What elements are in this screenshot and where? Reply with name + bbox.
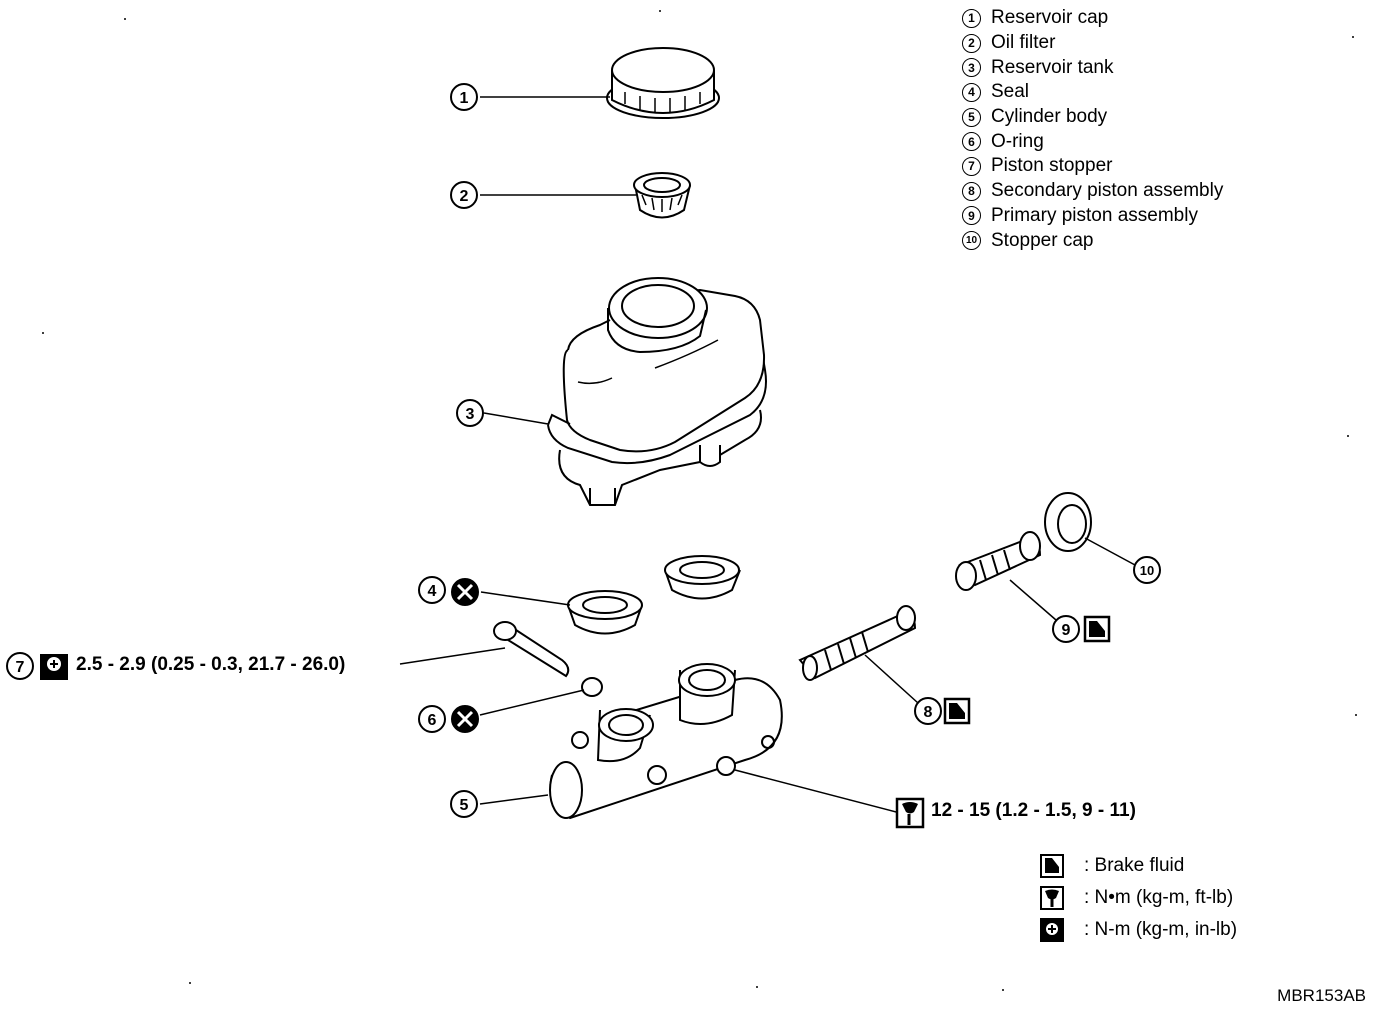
callout-3: 3 [466, 406, 475, 423]
legend-label: Seal [991, 81, 1030, 103]
callout-6: 6 [428, 712, 437, 729]
legend-number: 2 [962, 33, 981, 53]
callout-7-circle [6, 652, 34, 680]
parts-legend: 1 Reservoir cap 2 Oil filter 3 Reservoir ta… [962, 6, 1223, 253]
legend-number: 5 [962, 107, 981, 127]
callout-4: 4 [428, 583, 437, 600]
legend-label: Primary piston assembly [991, 204, 1198, 226]
oil-filter [633, 172, 691, 219]
legend-number: 7 [962, 156, 981, 176]
scan-specks [42, 10, 1357, 991]
replace-icon [451, 705, 479, 733]
legend-item: 1 Reservoir cap [962, 6, 1223, 31]
callout-1-circle [450, 83, 478, 111]
torque-wrench-small-icon [1040, 918, 1064, 942]
symbol-key: : Brake fluid : N•m (kg-m, ft-lb) : N-m … [1040, 850, 1237, 946]
callout-10-circle [1133, 556, 1161, 584]
legend-number: 10 [962, 231, 981, 251]
key-label: : N•m (kg-m, ft-lb) [1084, 887, 1234, 908]
key-label: : N-m (kg-m, in-lb) [1084, 919, 1238, 940]
legend-label: Reservoir cap [991, 7, 1109, 29]
key-item: : Brake fluid [1040, 850, 1237, 882]
torque-wrench-small-icon [40, 654, 68, 680]
callout-6-circle [418, 705, 446, 733]
callout-9-circle [1052, 615, 1080, 643]
reservoir-tank [547, 277, 767, 506]
legend-item: 9 Primary piston assembly [962, 204, 1223, 229]
key-item: : N-m (kg-m, in-lb) [1040, 914, 1237, 946]
callout-10: 10 [1140, 563, 1154, 578]
legend-item: 3 Reservoir tank [962, 55, 1223, 80]
callout-7: 7 [16, 659, 25, 676]
callout-1: 1 [460, 90, 469, 107]
legend-label: Cylinder body [991, 106, 1108, 128]
reservoir-cap [606, 47, 720, 119]
callout-5-circle [450, 790, 478, 818]
legend-item: 2 Oil filter [962, 31, 1223, 56]
legend-label: O-ring [991, 130, 1044, 152]
secondary-piston-assembly [798, 605, 917, 681]
o-ring [581, 677, 603, 697]
leader-lines [399, 96, 1136, 814]
callout-circles [6, 83, 1161, 818]
torque-wrench-icon [1040, 886, 1064, 910]
piston-stopper [493, 621, 570, 678]
legend-item: 8 Secondary piston assembly [962, 179, 1223, 204]
torque-wrench-icon [895, 797, 925, 829]
legend-number: 9 [962, 206, 981, 226]
legend-label: Oil filter [991, 32, 1056, 54]
legend-label: Piston stopper [991, 155, 1113, 177]
callout-8: 8 [924, 704, 933, 721]
legend-item: 10 Stopper cap [962, 228, 1223, 253]
key-item: : N•m (kg-m, ft-lb) [1040, 882, 1237, 914]
seal-pair [567, 555, 741, 635]
replace-icon [451, 578, 479, 606]
legend-number: 8 [962, 181, 981, 201]
legend-label: Reservoir tank [991, 56, 1114, 78]
legend-label: Stopper cap [991, 229, 1094, 251]
callout-4-circle [418, 576, 446, 604]
figure-code: MBR153AB [1277, 986, 1366, 1005]
primary-piston-assembly [955, 531, 1042, 591]
legend-number: 6 [962, 132, 981, 152]
legend-number: 1 [962, 8, 981, 28]
cylinder-body [549, 663, 783, 820]
legend-item: 6 O-ring [962, 129, 1223, 154]
callout-9: 9 [1062, 622, 1071, 639]
legend-number: 4 [962, 82, 981, 102]
legend-item: 5 Cylinder body [962, 105, 1223, 130]
cylinder-body-torque-spec: 12 - 15 (1.2 - 1.5, 9 - 11) [931, 800, 1136, 821]
key-label: : Brake fluid [1084, 855, 1185, 876]
legend-number: 3 [962, 58, 981, 78]
callout-3-circle [456, 399, 484, 427]
brake-fluid-icon [1040, 854, 1064, 878]
legend-item: 7 Piston stopper [962, 154, 1223, 179]
stopper-cap [1044, 492, 1092, 552]
callout-8-circle [914, 697, 942, 725]
brake-fluid-icon [943, 697, 971, 725]
legend-item: 4 Seal [962, 80, 1223, 105]
brake-fluid-icon [1083, 615, 1111, 643]
legend-label: Secondary piston assembly [991, 180, 1224, 202]
callout-2-circle [450, 181, 478, 209]
callout-2: 2 [460, 188, 469, 205]
piston-stopper-torque-spec: 2.5 - 2.9 (0.25 - 0.3, 21.7 - 26.0) [76, 654, 346, 675]
callout-5: 5 [460, 797, 469, 814]
